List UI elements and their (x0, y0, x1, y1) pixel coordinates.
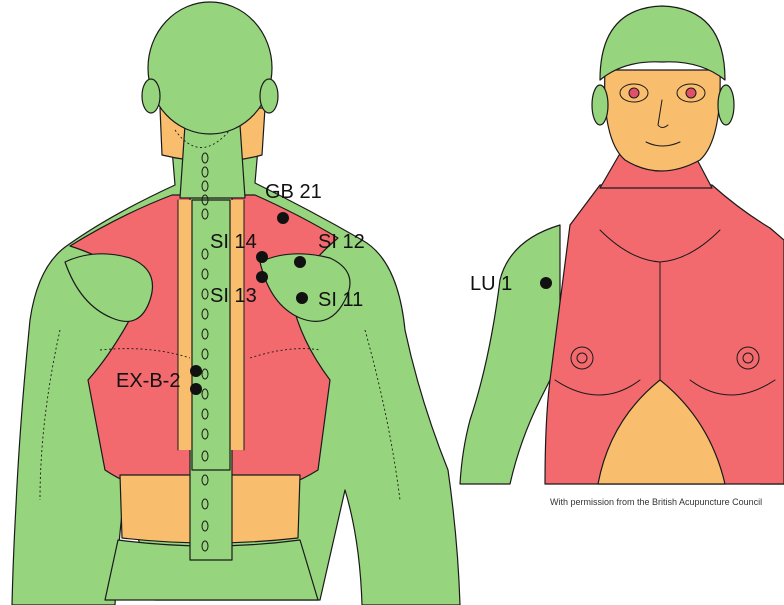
front-view-figure (460, 6, 784, 484)
point-marker (190, 365, 202, 377)
point-marker (540, 277, 552, 289)
point-label: EX-B-2 (116, 370, 180, 392)
point-marker (296, 292, 308, 304)
point-label: SI 12 (318, 231, 365, 253)
point-marker (190, 383, 202, 395)
point-label: GB 21 (265, 181, 322, 203)
point-label: SI 14 (210, 231, 257, 253)
point-label: SI 13 (210, 285, 257, 307)
point-label: SI 11 (318, 289, 363, 311)
point-marker (256, 251, 268, 263)
point-label: LU 1 (470, 273, 512, 295)
point-marker (294, 256, 306, 268)
credit-text: With permission from the British Acupunc… (550, 497, 762, 507)
point-marker (277, 212, 289, 224)
point-marker (256, 271, 268, 283)
